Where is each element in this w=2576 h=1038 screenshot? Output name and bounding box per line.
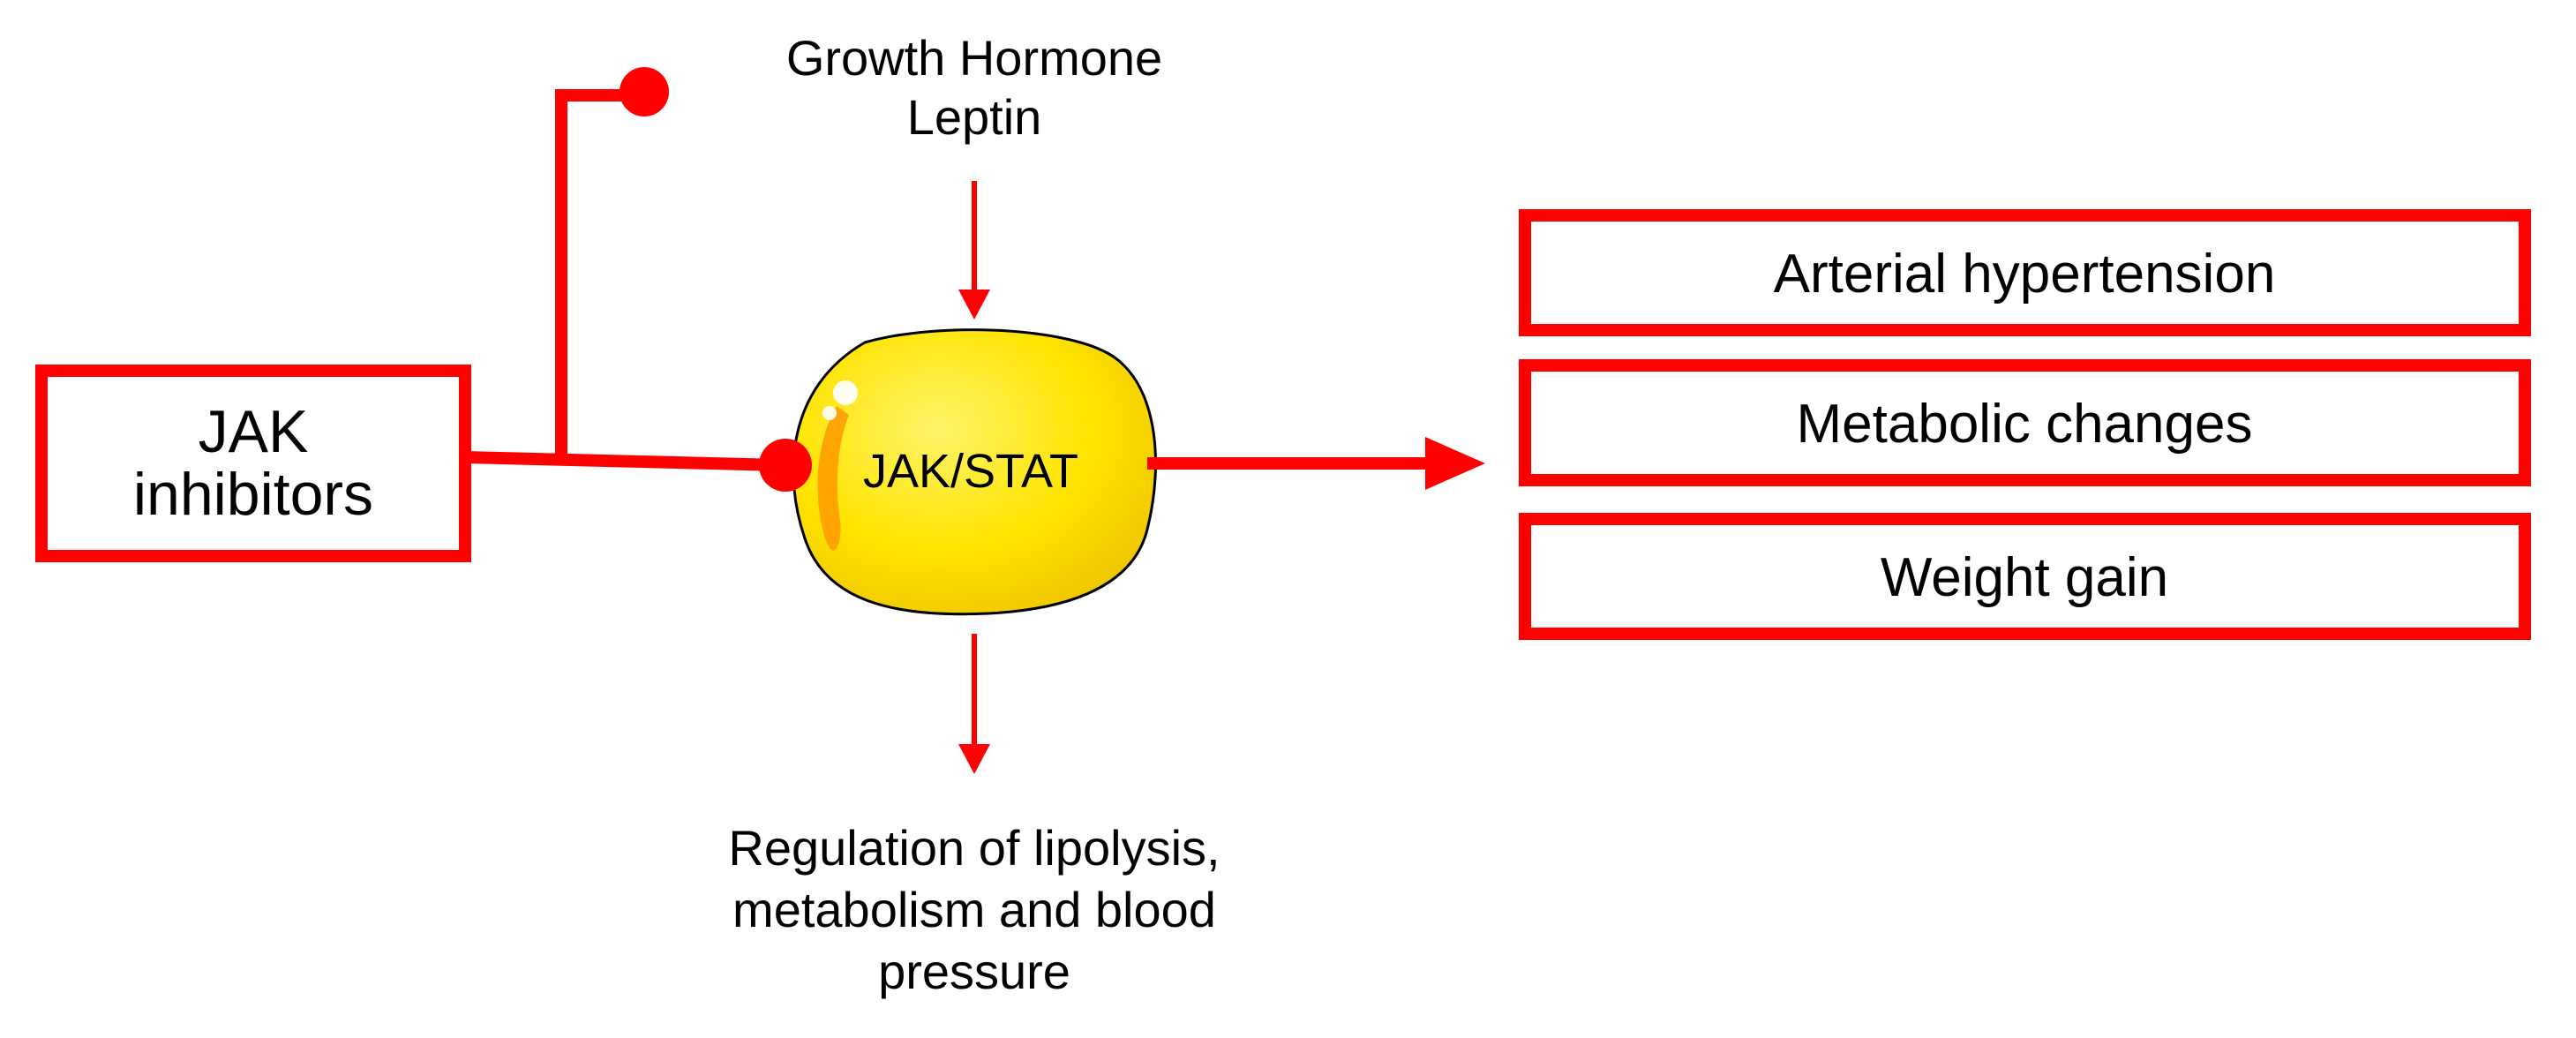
outcome-label-line2: metabolism and blood (732, 882, 1216, 937)
effect-box-2: Metabolic changes (1519, 359, 2531, 486)
effect-box-3: Weight gain (1519, 513, 2531, 640)
jak-inhibitors-box: JAK inhibitors (35, 365, 471, 562)
jak-stat-label: JAK/STAT (863, 445, 1078, 498)
jak-stat-cell: JAK/STAT (792, 328, 1158, 616)
outcome-arrow (958, 634, 990, 774)
cell-shine-large (833, 380, 858, 405)
outcome-label-line3: pressure (878, 944, 1070, 999)
inhibition-connectors (464, 89, 782, 471)
outcome-label-line1: Regulation of lipolysis, (728, 820, 1220, 876)
input-growth-hormone-label: Growth Hormone (786, 30, 1162, 86)
effect-label-2: Metabolic changes (1797, 394, 2253, 455)
inhibitor-branch-line (555, 89, 644, 457)
jak-inhibitors-label-line2: inhibitors (133, 461, 373, 528)
effect-label-3: Weight gain (1881, 547, 2168, 608)
inhibitor-horizontal-line (464, 451, 782, 471)
inhibition-end-dot-cell (759, 439, 812, 492)
jak-inhibitors-label-line1: JAK (199, 398, 309, 465)
inhibition-end-dot-top (620, 67, 669, 117)
input-leptin-label: Leptin (907, 89, 1042, 145)
input-arrow (958, 181, 990, 320)
effect-label-1: Arterial hypertension (1774, 244, 2276, 305)
effect-box-1: Arterial hypertension (1519, 209, 2531, 336)
cell-highlight (817, 406, 849, 551)
cell-shine-small (822, 406, 837, 420)
effects-arrow (1147, 437, 1485, 490)
